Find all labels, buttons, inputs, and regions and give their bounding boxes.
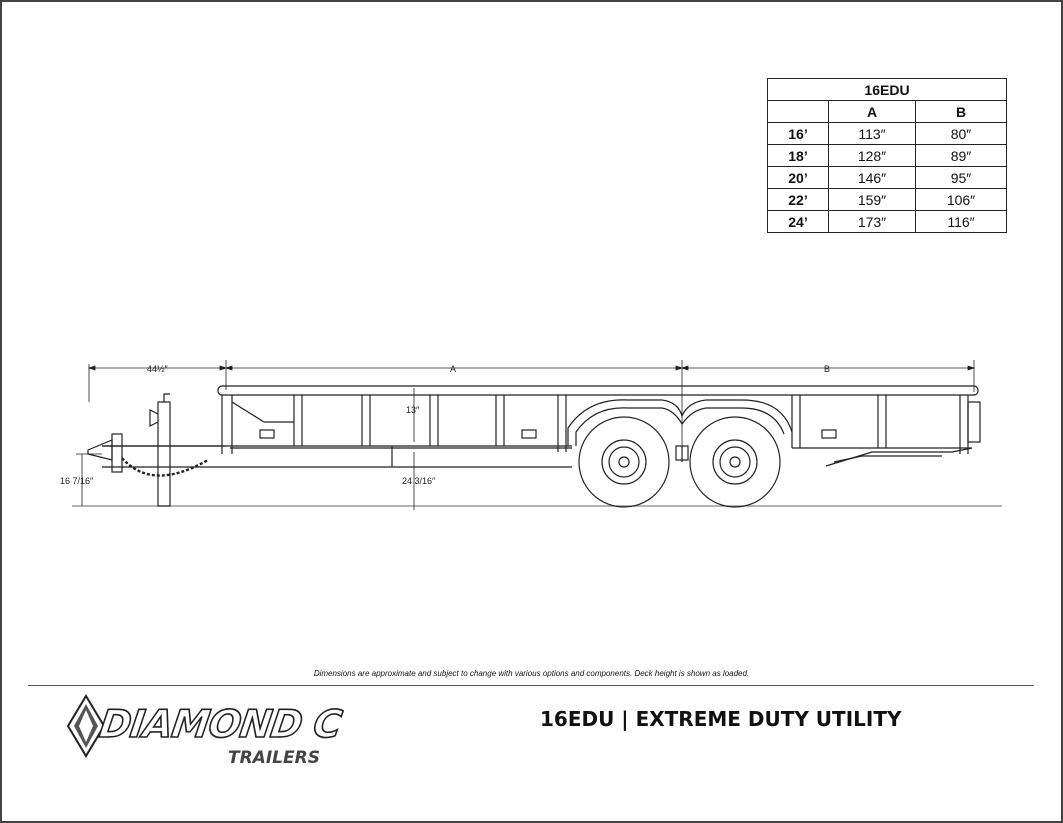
row-b: 80″ (915, 122, 1007, 145)
page-title: 16EDU | EXTREME DUTY UTILITY (540, 707, 902, 731)
row-size: 22’ (767, 188, 829, 211)
front-wheel (578, 416, 670, 508)
top-rail (217, 385, 979, 396)
table-row: 16’ 113″ 80″ (767, 122, 1007, 145)
row-a: 173″ (828, 210, 916, 233)
header-b: B (915, 100, 1007, 123)
header-size (767, 100, 829, 123)
table-row: 20’ 146″ 95″ (767, 166, 1007, 189)
row-b: 89″ (915, 144, 1007, 167)
table-header-row: A B (767, 100, 1007, 123)
rear-wheel (689, 416, 781, 508)
row-size: 18’ (767, 144, 829, 167)
row-a: 128″ (828, 144, 916, 167)
table-row: 22’ 159″ 106″ (767, 188, 1007, 211)
dim-deck-label: 24 3/16″ (402, 476, 436, 486)
dim-coupler-label: 16 7/16″ (60, 476, 94, 486)
tongue-assembly (87, 393, 226, 507)
row-size: 20’ (767, 166, 829, 189)
footer-divider (28, 685, 1034, 686)
table-model-title: 16EDU (767, 78, 1007, 101)
row-size: 16’ (767, 122, 829, 145)
row-a: 159″ (828, 188, 916, 211)
spring-hanger (675, 445, 689, 461)
row-a: 146″ (828, 166, 916, 189)
disclaimer: Dimensions are approximate and subject t… (313, 669, 750, 678)
dimension-lines (76, 360, 976, 510)
table-row: 18’ 128″ 89″ (767, 144, 1007, 167)
logo-subtitle: TRAILERS (228, 748, 320, 768)
dimension-table: 16EDU A B 16’ 113″ 80″ 18’ 128″ 89″ 20’ … (767, 78, 1007, 233)
dim-tongue-label: 44½″ (147, 364, 169, 374)
trailer-drawing: 44½″ A B 13″ 24 3/16″ 16 7/16″ (60, 360, 1002, 510)
trailer-frame (102, 395, 981, 468)
row-b: 106″ (915, 188, 1007, 211)
header-a: A (828, 100, 916, 123)
dim-a-label: A (450, 364, 456, 374)
logo-wordmark: DIAMOND C (96, 701, 344, 747)
row-b: 95″ (915, 166, 1007, 189)
diamond-logo-icon (66, 694, 106, 758)
row-b: 116″ (915, 210, 1007, 233)
dim-rail-label: 13″ (406, 405, 420, 415)
row-a: 113″ (828, 122, 916, 145)
row-size: 24’ (767, 210, 829, 233)
table-title-row: 16EDU (767, 78, 1007, 101)
dim-b-label: B (824, 364, 830, 374)
table-row: 24’ 173″ 116″ (767, 210, 1007, 233)
